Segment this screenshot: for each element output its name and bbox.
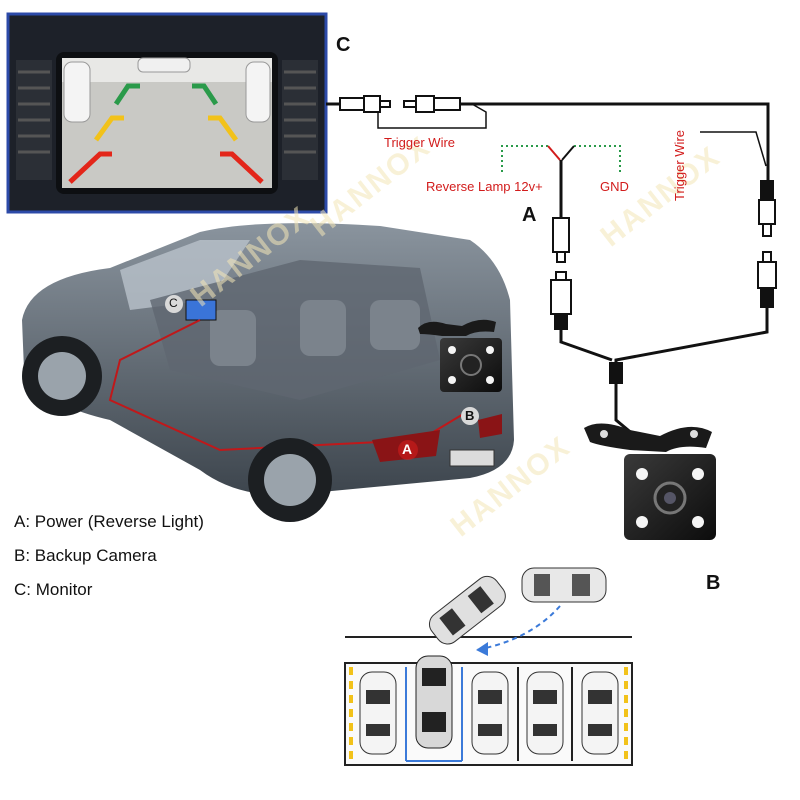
reversing-car-parked <box>415 655 453 749</box>
trigger-wire-monitor <box>377 103 487 129</box>
legend-camera: B: Backup Camera <box>14 546 157 565</box>
gnd-dotted-lead <box>574 145 621 172</box>
camera-led-icon <box>636 516 648 528</box>
car-dash-monitor <box>185 299 217 321</box>
car-seat <box>370 300 420 350</box>
power-wire-black <box>561 145 575 161</box>
monitor-screen <box>62 57 272 188</box>
rca-connector-camera-upper <box>758 180 776 237</box>
car-illustration <box>22 223 514 522</box>
guide-line-red-left <box>68 151 112 184</box>
car-license-plate <box>449 449 495 467</box>
marker-b-dot <box>461 407 479 425</box>
rca-connector-extension <box>403 95 461 113</box>
camera-led-icon <box>636 468 648 480</box>
wiring-diagram <box>326 95 777 442</box>
camera-mount-bracket <box>584 423 712 452</box>
car-taillight <box>478 414 502 438</box>
gnd-label: GND <box>600 179 629 194</box>
marker-a-dot <box>398 440 418 460</box>
reverse-path-arrow <box>475 605 561 651</box>
dash-vent-right <box>282 60 318 180</box>
car-marker-camera: B <box>465 408 475 423</box>
car-seat <box>300 300 346 356</box>
trigger-wire-label: Trigger Wire <box>384 135 456 150</box>
parked-car <box>526 671 564 755</box>
main-video-cable <box>460 102 770 180</box>
guide-line-yellow-right <box>208 115 239 142</box>
monitor-label: C <box>336 34 351 56</box>
backup-camera-small <box>418 319 502 392</box>
car-marker-monitor: C <box>169 296 178 310</box>
legend-power: A: Power (Reverse Light) <box>14 512 204 531</box>
guide-line-green-right <box>192 83 219 106</box>
reverse-lamp-label: Reverse Lamp 12v+ <box>426 179 543 194</box>
rca-connector-camera-lower <box>757 251 777 308</box>
rca-connector-monitor <box>339 95 391 113</box>
guide-line-yellow-left <box>93 115 124 142</box>
parked-car <box>359 671 397 755</box>
monitor-panel <box>6 12 328 214</box>
cable-junction <box>609 362 623 384</box>
camera-power-cable <box>559 330 613 362</box>
power-wire-red <box>547 145 561 161</box>
marker-c-dot <box>165 295 183 313</box>
dash-vent-left <box>16 60 52 180</box>
parked-car <box>471 671 509 755</box>
car-window-front <box>120 240 250 310</box>
parking-diagram <box>344 567 633 766</box>
trigger-wire-label-vertical: Trigger Wire <box>672 129 688 202</box>
dc-connector-male <box>550 271 572 330</box>
dc-connector-female <box>552 217 570 263</box>
parked-car <box>581 671 619 755</box>
car-marker-power: A <box>402 441 413 457</box>
power-label: A <box>522 204 537 226</box>
reverse-arrow-head-icon <box>476 642 488 656</box>
camera-led-icon <box>692 516 704 528</box>
camera-led-icon <box>692 468 704 480</box>
legend-monitor: C: Monitor <box>14 580 93 599</box>
moving-car <box>521 567 607 603</box>
camera-label: B <box>706 572 721 594</box>
backup-camera-large <box>584 423 716 540</box>
car-seat <box>210 310 256 366</box>
guide-line-green-left <box>113 83 140 106</box>
trigger-wire-camera-side <box>700 131 767 167</box>
reverse-lamp-dotted-lead <box>501 145 548 172</box>
camera-video-cable <box>614 308 769 372</box>
guide-line-red-right <box>220 151 264 184</box>
moving-car <box>428 575 506 645</box>
